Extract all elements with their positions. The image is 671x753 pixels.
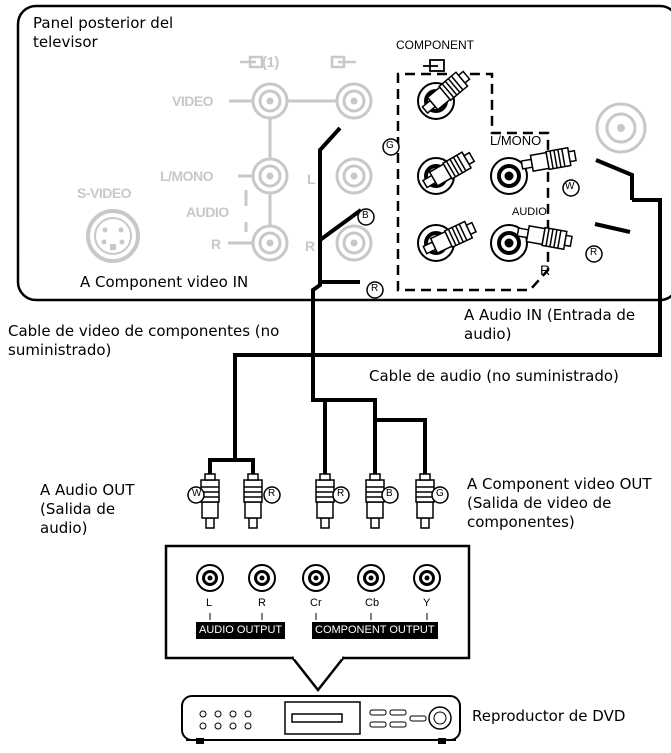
dvd-player xyxy=(181,695,461,744)
r-label-2: R xyxy=(305,238,315,254)
audio-label: AUDIO xyxy=(186,204,229,220)
video-label: VIDEO xyxy=(172,93,214,109)
tv-back-panel xyxy=(16,4,671,302)
input-1-label: (1) xyxy=(262,54,279,71)
audio-lmono-label: L/MONO xyxy=(490,133,542,148)
audio-r-label: R xyxy=(540,262,551,278)
component-video-cable xyxy=(311,126,427,475)
jack-cb-label: Cb xyxy=(365,597,380,609)
plug-w-label: W xyxy=(565,181,575,192)
lmono-label: L/MONO xyxy=(160,168,214,184)
grey-connectors xyxy=(86,55,647,263)
jack-l-label: L xyxy=(206,597,213,609)
dvd-plug-r2-label: R xyxy=(337,488,345,499)
dvd-plug-b-label: B xyxy=(386,488,393,499)
jack-cr-label: Cr xyxy=(310,597,322,609)
audio-output-label: AUDIO OUTPUT xyxy=(196,622,286,639)
component-label: COMPONENT xyxy=(396,38,474,52)
svideo-label: S-VIDEO xyxy=(77,185,132,201)
plug-g-label: G xyxy=(386,140,394,151)
jack-y-label: Y xyxy=(423,597,431,609)
audio-cable-caption: Cable de audio (no suministrado) xyxy=(369,367,619,385)
jack-r-label: R xyxy=(258,597,266,609)
plug-b-label: B xyxy=(362,210,369,221)
component-in-caption: A Component video IN xyxy=(80,273,249,291)
component-output-label: COMPONENT OUTPUT xyxy=(312,622,438,639)
plug-r-label: R xyxy=(371,283,379,294)
audio-label-2: AUDIO xyxy=(512,206,547,218)
l-label: L xyxy=(307,171,316,187)
dvd-plug-r-label: R xyxy=(268,488,276,499)
audio-in-caption: A Audio IN (Entrada de audio) xyxy=(464,306,636,343)
dvd-plug-g-label: G xyxy=(436,488,444,499)
tv-panel-title: Panel posterior del televisor xyxy=(33,14,174,51)
r-label: R xyxy=(211,236,221,252)
dvd-plug-w-label: W xyxy=(192,488,202,499)
component-out-caption: A Component video OUT (Salida de video d… xyxy=(467,475,652,531)
component-cable-caption: Cable de video de componentes (no sumini… xyxy=(8,322,280,359)
dvd-player-caption: Reproductor de DVD xyxy=(472,707,626,725)
audio-cable xyxy=(208,158,662,475)
audio-out-caption: A Audio OUT (Salida de audio) xyxy=(40,481,135,537)
plug-r2-label: R xyxy=(590,247,598,258)
